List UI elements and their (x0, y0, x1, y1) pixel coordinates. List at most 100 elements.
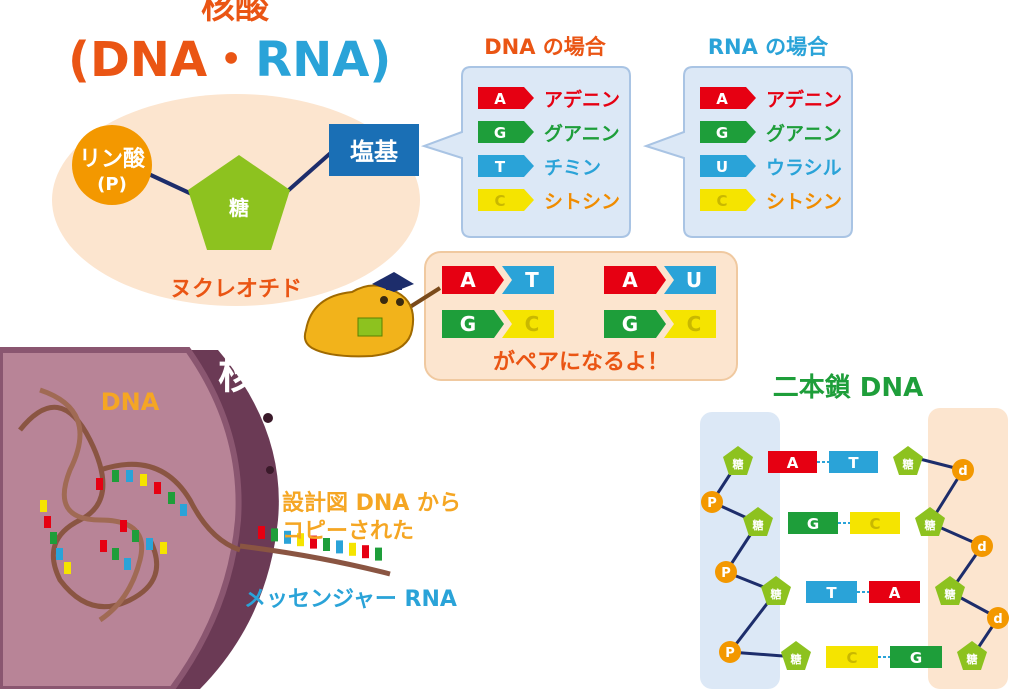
sugar-label: 糖 (771, 587, 782, 601)
sugar-label: 糖 (967, 652, 978, 666)
sugar-label: 糖 (925, 518, 936, 532)
pair-letter: G (460, 312, 476, 336)
base-tick (180, 504, 187, 516)
base-tick (168, 492, 175, 504)
sugar-label: 糖 (753, 518, 764, 532)
rna-tag-letter: U (716, 158, 728, 176)
pair-letter: C (687, 312, 702, 336)
mrna-copy-line2: コピーされた (282, 519, 414, 544)
rung-letter: A (787, 454, 799, 472)
rung-letter: T (848, 454, 859, 472)
dna-base-name: グアニン (544, 122, 620, 145)
title-rna: RNA (255, 32, 369, 88)
right-sugar (893, 446, 923, 475)
rung-tile-C (850, 512, 900, 534)
right-sugar (957, 641, 987, 670)
phosphate-node-label: P (721, 566, 731, 581)
pair-tile-U (664, 266, 716, 294)
title-close-paren: ) (369, 32, 391, 88)
rna-tag-U (700, 155, 756, 177)
right-sugar (915, 507, 945, 536)
pair-tile-A (604, 266, 666, 294)
base-tick (96, 478, 103, 490)
rung-letter: T (826, 584, 837, 602)
mrna-copy-line1: 設計図 DNA から (282, 490, 461, 516)
base-tick (132, 530, 139, 542)
nuclear-pore (266, 466, 274, 474)
nucleus-base-ticks (40, 470, 187, 574)
base-label: 塩基 (350, 138, 399, 166)
rung-letter: G (807, 515, 819, 533)
base-tick (112, 470, 119, 482)
mrna-tick (362, 545, 369, 559)
double-strand-title: 二本鎖 DNA (773, 372, 924, 403)
rung-letter: C (846, 649, 857, 667)
pair-tile-C (502, 310, 554, 338)
mrna-base-ticks (258, 526, 382, 561)
phosphate-circle (72, 125, 152, 205)
pair-letter: A (460, 268, 476, 292)
rna-tag-letter: A (716, 90, 728, 108)
dna-base-name: アデニン (544, 88, 620, 111)
deoxy-node-label: d (993, 612, 1002, 627)
rna-tag-letter: C (716, 192, 727, 210)
deoxy-node (952, 459, 974, 481)
base-tick (154, 482, 161, 494)
deoxy-node (971, 535, 993, 557)
dna-tag-letter: A (494, 90, 506, 108)
phosphate-node (719, 641, 741, 663)
mrna-strand (239, 543, 391, 577)
base-tick (140, 474, 147, 486)
pair-tile-A (442, 266, 504, 294)
dna-tag-A (478, 87, 534, 109)
rna-tag-A (700, 87, 756, 109)
dna-tag-letter: G (494, 124, 506, 142)
pair-letter: G (622, 312, 638, 336)
title-dna: DNA (90, 32, 207, 88)
base-tick (44, 516, 51, 528)
nucleus-label: 核 (218, 352, 258, 398)
title-line2: (DNA・RNA) (68, 32, 391, 88)
dna-strand-in-nucleus (18, 387, 241, 623)
deoxy-node-label: d (977, 540, 986, 555)
pair-letter: U (686, 268, 702, 292)
rna-tag-C (700, 189, 756, 211)
base-tick (126, 470, 133, 482)
sugar-label: 糖 (733, 457, 744, 471)
base-box (329, 124, 419, 176)
dna-bases-bubble (420, 66, 631, 238)
rna-tag-G (700, 121, 756, 143)
nuclear-pore (263, 413, 273, 423)
nucleus-dna-label: DNA (101, 388, 160, 416)
pair-letter: A (622, 268, 638, 292)
dna-tag-letter: C (494, 192, 505, 210)
sugar-label: 糖 (229, 196, 249, 220)
dna-base-name: シトシン (544, 191, 620, 213)
base-tick (100, 540, 107, 552)
base-tick (120, 520, 127, 532)
sugar-label: 糖 (791, 652, 802, 666)
title-line1: 核酸 (201, 0, 270, 27)
right-sugar (935, 576, 965, 605)
pair-tile-G (604, 310, 666, 338)
rung-letter: C (869, 515, 880, 533)
mrna-tick (297, 533, 304, 547)
base-tick (50, 532, 57, 544)
rung-tile-T (829, 451, 878, 473)
pair-tile-T (502, 266, 554, 294)
phosphate-node (715, 561, 737, 583)
mrna-tick (310, 535, 317, 549)
rna-base-name: ウラシル (766, 157, 842, 179)
rung-letter: G (910, 649, 922, 667)
left-sugar (761, 576, 791, 605)
phosphate-label: リン酸 (79, 147, 146, 172)
nucleotide-caption: ヌクレオチド (170, 277, 302, 302)
base-tick (64, 562, 71, 574)
title-open-paren: ( (68, 32, 90, 88)
mrna-tick (258, 526, 265, 539)
base-tick (160, 542, 167, 554)
mrna-tick (336, 540, 343, 554)
